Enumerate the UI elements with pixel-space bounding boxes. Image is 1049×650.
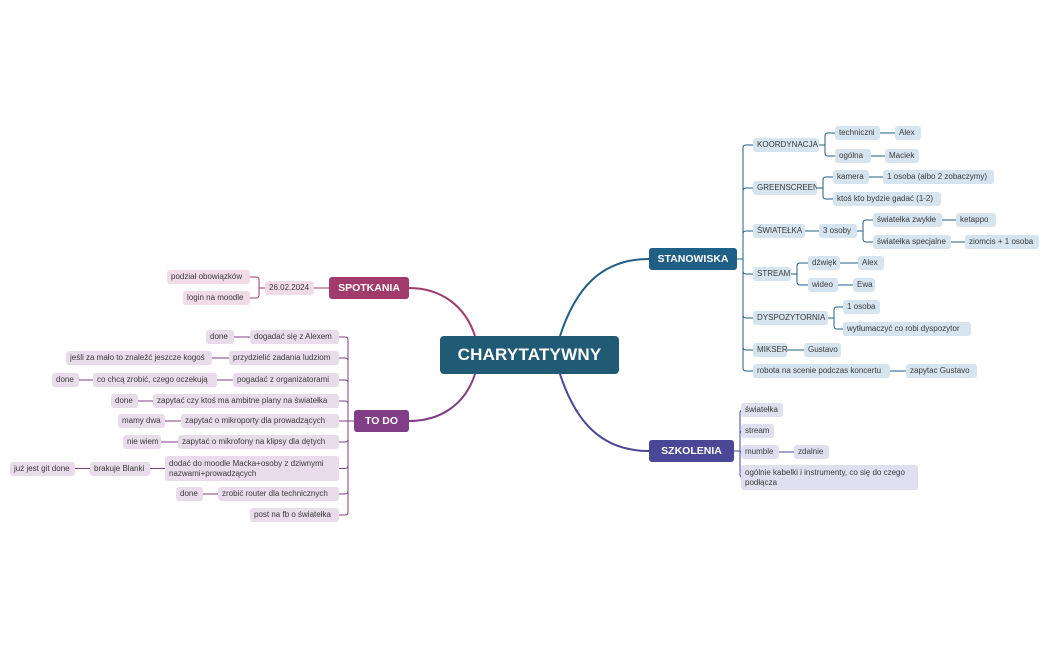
- node-dzwiek[interactable]: dźwięk: [808, 256, 840, 270]
- node-kamera[interactable]: kamera: [833, 170, 869, 184]
- connector-line: [742, 259, 753, 372]
- branch-stanowiska[interactable]: STANOWISKA: [649, 248, 737, 270]
- todo-note[interactable]: brakuje Blanki: [90, 461, 150, 476]
- node-alex[interactable]: Alex: [858, 256, 884, 270]
- todo-item[interactable]: przydzielić zadania ludziom: [229, 351, 339, 365]
- branch-todo[interactable]: TO DO: [354, 410, 409, 432]
- node-ogolna[interactable]: ogólna: [835, 149, 871, 163]
- connector-line: [339, 357, 349, 421]
- connector-line: [862, 231, 873, 243]
- node-gadac[interactable]: ktoś kto bydzie gadać (1-2): [833, 192, 941, 206]
- todo-note[interactable]: jeśli za mało to znaleźć jeszcze kogoś: [66, 351, 212, 365]
- node-alex[interactable]: Alex: [895, 126, 921, 140]
- todo-item[interactable]: zapytać o mikroporty dla prowadzących: [181, 414, 339, 428]
- node-ziomcis[interactable]: ziomcis + 1 osoba: [965, 235, 1039, 249]
- node-koordynacja[interactable]: KOORDYNACJA: [753, 138, 819, 152]
- todo-note[interactable]: nie wiem: [123, 435, 161, 449]
- central-topic[interactable]: CHARYTATYWNY: [440, 336, 619, 374]
- connector-line: [862, 219, 873, 231]
- todo-item[interactable]: zapytać czy ktoś ma ambitne plany na świ…: [153, 394, 339, 408]
- node-stream[interactable]: stream: [741, 424, 774, 438]
- connector-line: [339, 400, 349, 421]
- node-1-osoba[interactable]: 1 osoba: [843, 300, 880, 314]
- connector-line: [742, 187, 753, 259]
- connector-line: [742, 230, 753, 259]
- node-kabelki[interactable]: ogólnie kabelki i instrumenty, co się do…: [741, 465, 918, 490]
- connector-line: [339, 421, 349, 443]
- todo-item[interactable]: dogadać się z Alexem: [250, 330, 339, 344]
- todo-item[interactable]: zapytać o mikrofony na klipsy dla dętych: [178, 435, 339, 449]
- node-ketappo[interactable]: ketappo: [956, 213, 996, 227]
- node-swiatelka-zwykle[interactable]: światełka zwykłe: [873, 213, 942, 227]
- connector-line: [339, 336, 349, 421]
- node-stream[interactable]: STREAM: [753, 267, 791, 281]
- todo-note[interactable]: done: [52, 373, 79, 387]
- node-login[interactable]: login na moodle: [183, 291, 250, 305]
- node-zdalnie[interactable]: zdalnie: [794, 445, 829, 459]
- connector-line: [824, 132, 835, 145]
- connector-line: [822, 176, 833, 188]
- node-mikser[interactable]: MIKSER: [753, 343, 787, 357]
- todo-item[interactable]: zrobić router dla technicznych: [218, 487, 339, 501]
- connector-line: [250, 288, 260, 299]
- node-greenscreen[interactable]: GREENSCREEN: [753, 181, 817, 195]
- connector-line: [822, 188, 833, 200]
- branch-szkolenia[interactable]: SZKOLENIA: [649, 440, 734, 462]
- node-wytlumaczyc[interactable]: wytłumaczyć co robi dyspozytor: [843, 322, 971, 336]
- branch-spotkania[interactable]: SPOTKANIA: [329, 277, 409, 299]
- node-swiatelka[interactable]: ŚWIATEŁKA: [753, 224, 805, 238]
- main-branch-line: [559, 258, 650, 337]
- connector-line: [742, 259, 753, 319]
- connector-line: [796, 262, 808, 274]
- main-branch-line: [559, 373, 650, 452]
- todo-item[interactable]: post na fb o światełka: [250, 508, 339, 522]
- todo-note[interactable]: done: [111, 394, 138, 408]
- node-kamera-note[interactable]: 1 osoba (albo 2 zobaczymy): [883, 170, 994, 184]
- node-date[interactable]: 26.02.2024: [265, 281, 314, 295]
- todo-note[interactable]: done: [176, 487, 203, 501]
- node-swiatelka[interactable]: światełka: [741, 403, 783, 417]
- connector-line: [824, 145, 835, 157]
- node-techniczni[interactable]: techniczni: [835, 126, 880, 140]
- todo-item[interactable]: dodać do moodle Macka+osoby z dziwnymi n…: [165, 456, 339, 481]
- node-wideo[interactable]: wideo: [808, 278, 838, 292]
- connector-line: [796, 274, 808, 286]
- todo-note[interactable]: mamy dwa: [118, 414, 165, 428]
- todo-note[interactable]: co chcą zrobić, czego oczekują: [93, 373, 217, 387]
- connector-line: [833, 306, 843, 318]
- connector-line: [339, 421, 349, 516]
- node-dyspozytornia[interactable]: DYSPOZYTORNIA: [753, 311, 828, 325]
- node-ewa[interactable]: Ewa: [853, 278, 875, 292]
- node-3-osoby[interactable]: 3 osoby: [819, 224, 857, 238]
- node-robota[interactable]: robota na scenie podczas koncertu: [753, 364, 890, 378]
- main-branch-line: [408, 287, 476, 337]
- todo-note[interactable]: done: [206, 330, 234, 344]
- todo-item[interactable]: pogadać z organizatorami: [233, 373, 339, 387]
- connector-line: [742, 259, 753, 275]
- connector-line: [339, 421, 349, 469]
- node-maciek[interactable]: Maciek: [885, 149, 919, 163]
- connector-line: [742, 144, 753, 259]
- connector-line: [833, 318, 843, 330]
- connector-line: [339, 421, 349, 495]
- connector-line: [339, 379, 349, 421]
- node-mumble[interactable]: mumble: [741, 445, 779, 459]
- todo-note[interactable]: już jest git done: [10, 461, 75, 476]
- connector-line: [250, 276, 260, 288]
- node-gustavo[interactable]: Gustavo: [804, 343, 841, 357]
- connector-line: [742, 259, 753, 351]
- node-zapytac-gustavo[interactable]: zapytac Gustavo: [906, 364, 977, 378]
- node-swiatelka-specjalne[interactable]: światełka specjalne: [873, 235, 951, 249]
- main-branch-line: [408, 373, 476, 422]
- node-podzial[interactable]: podział obowiązków: [167, 270, 250, 284]
